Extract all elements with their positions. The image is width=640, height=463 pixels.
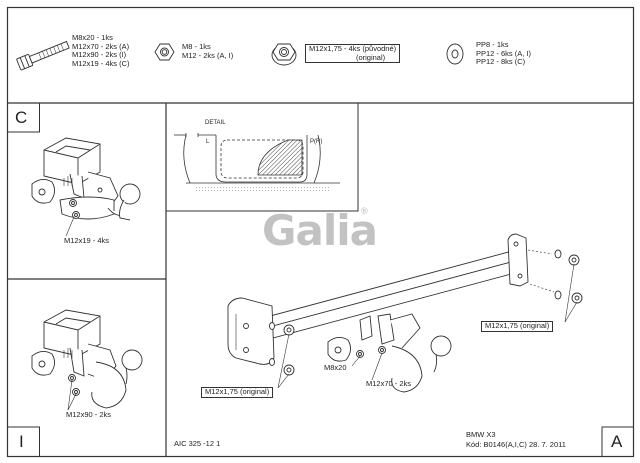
flange-nut-spec-line: M12x1,75 - 4ks (původné): [309, 44, 397, 53]
callout-m8-bolt: M8x20: [324, 363, 347, 372]
bolt-spec: M12x70 - 2ks (A): [72, 41, 130, 51]
letter-box-c: [7, 102, 40, 133]
panel-c-leader: [65, 216, 75, 237]
brand-logo: Galia: [262, 206, 378, 255]
letter-box-a: [601, 426, 634, 457]
washer-icon: [446, 43, 464, 65]
detail-title: DETAIL: [205, 120, 226, 126]
nut-spec: M12 - 2ks (A, I): [182, 50, 234, 60]
outer-frame: [6, 6, 635, 458]
bolt-spec-list: M8x20 - 1ks M12x70 - 2ks (A) M12x90 - 2k…: [72, 33, 130, 68]
flange-nut-spec-line: (original): [355, 52, 386, 62]
panel-i-leader-2: [67, 393, 77, 411]
bolt-spec: M8x20 - 1ks: [72, 33, 113, 42]
panel-letter-i: I: [19, 432, 24, 451]
detail-frame: [165, 102, 359, 212]
washer-spec: PP12 - 6ks (A, I): [476, 48, 532, 58]
nut-spec: M8 - 1ks: [182, 42, 211, 51]
panel-c-bolt-note: M12x19 - 4ks: [64, 236, 110, 245]
bolt-icon: [16, 40, 70, 71]
washer-spec: PP8 - 1ks: [476, 40, 509, 49]
kit-code-date: Kód: B0146(A,I,C) 28. 7. 2011: [466, 440, 566, 449]
panel-c-drawing: [31, 137, 141, 221]
crossbar-drawing: [227, 233, 529, 393]
flange-nut-spec: M12x1,75 - 4ks (původné) (original): [305, 44, 401, 64]
hex-nut-icon: [154, 43, 175, 61]
fastener-set: [269, 249, 583, 376]
panel-i-drawing: [31, 309, 143, 409]
panel-letter-a: A: [611, 432, 623, 451]
washer-spec-list: PP8 - 1ks PP12 - 6ks (A, I) PP12 - 8ks (…: [476, 40, 532, 67]
bolt-spec: M12x90 - 2ks (I): [72, 50, 127, 60]
registered-mark: ®: [361, 206, 368, 216]
document-number: AIC 325 -12 1: [174, 439, 221, 448]
panel-a-leaders: [277, 263, 578, 389]
panel-i-leader-1: [67, 379, 73, 411]
detail-right-label: P(R): [310, 139, 323, 145]
bolt-spec: M12x19 - 4ks (C): [72, 58, 130, 68]
callout-m12-bolt: M12x70 - 2ks: [366, 379, 412, 388]
washer-spec: PP12 - 8ks (C): [476, 57, 526, 67]
panel-i-bolt-note: M12x90 - 2ks: [66, 410, 112, 419]
letter-box-i: [7, 426, 40, 457]
panel-letter-c: C: [15, 108, 28, 127]
callout-original-right: M12x1,75 (original): [481, 321, 554, 332]
nut-spec-list: M8 - 1ks M12 - 2ks (A, I): [182, 42, 234, 60]
detail-section-drawing: [174, 133, 340, 191]
flange-nut-icon: [271, 43, 297, 66]
callout-original-left: M12x1,75 (original): [201, 387, 274, 398]
vehicle-model: BMW X3: [466, 430, 496, 439]
detail-left-label: L: [206, 139, 210, 145]
